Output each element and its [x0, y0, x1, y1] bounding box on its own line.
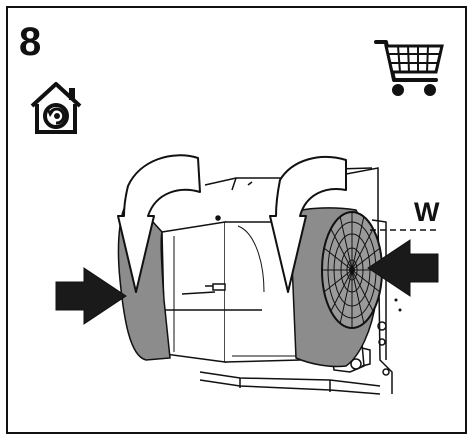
rotate-arrow-left [117, 154, 201, 293]
instruction-panel [6, 6, 467, 434]
rotate-arrow-right [269, 155, 347, 293]
shopping-cart-icon [374, 40, 444, 96]
w-dimension-label: W [414, 197, 440, 227]
filter-drum-left [161, 215, 301, 363]
house-recirculation-icon [30, 82, 82, 134]
push-arrow-right [367, 239, 439, 297]
filter-right [289, 207, 383, 368]
step-number: 8 [19, 20, 42, 64]
push-arrow-left [55, 267, 127, 325]
